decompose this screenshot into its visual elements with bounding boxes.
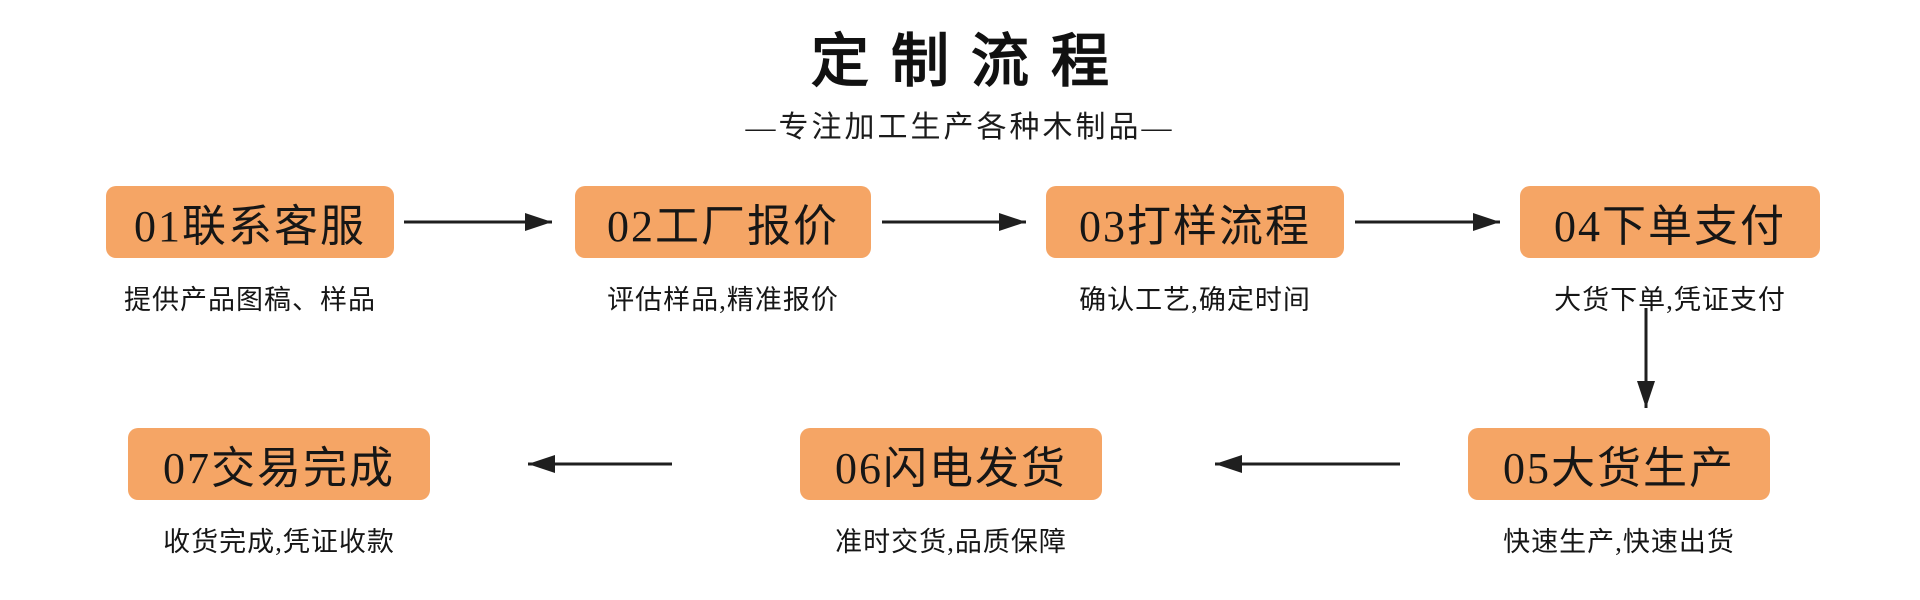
- step-label-06: 06闪电发货: [835, 444, 1067, 493]
- step-label-04: 04下单支付: [1554, 202, 1786, 251]
- step-label-05: 05大货生产: [1503, 444, 1735, 493]
- step-desc-07: 收货完成,凭证收款: [163, 527, 395, 557]
- step-box-07: 07交易完成: [128, 428, 430, 500]
- step-box-05: 05大货生产: [1468, 428, 1770, 500]
- step-box-03: 03打样流程: [1046, 186, 1344, 258]
- step-desc-06: 准时交货,品质保障: [835, 527, 1067, 557]
- step-box-01: 01联系客服: [106, 186, 394, 258]
- step-desc-04: 大货下单,凭证支付: [1554, 285, 1786, 315]
- step-desc-02: 评估样品,精准报价: [607, 285, 839, 315]
- step-label-07: 07交易完成: [163, 444, 395, 493]
- page-subtitle: —专注加工生产各种木制品—: [745, 111, 1175, 144]
- step-desc-01: 提供产品图稿、样品: [124, 285, 376, 315]
- step-box-06: 06闪电发货: [800, 428, 1102, 500]
- page-title: 定制流程: [810, 29, 1131, 94]
- step-desc-03: 确认工艺,确定时间: [1079, 285, 1311, 315]
- step-desc-05: 快速生产,快速出货: [1503, 527, 1735, 557]
- step-box-02: 02工厂报价: [575, 186, 871, 258]
- step-label-02: 02工厂报价: [607, 202, 839, 251]
- step-label-03: 03打样流程: [1079, 202, 1311, 251]
- step-label-01: 01联系客服: [134, 202, 366, 251]
- step-box-04: 04下单支付: [1520, 186, 1820, 258]
